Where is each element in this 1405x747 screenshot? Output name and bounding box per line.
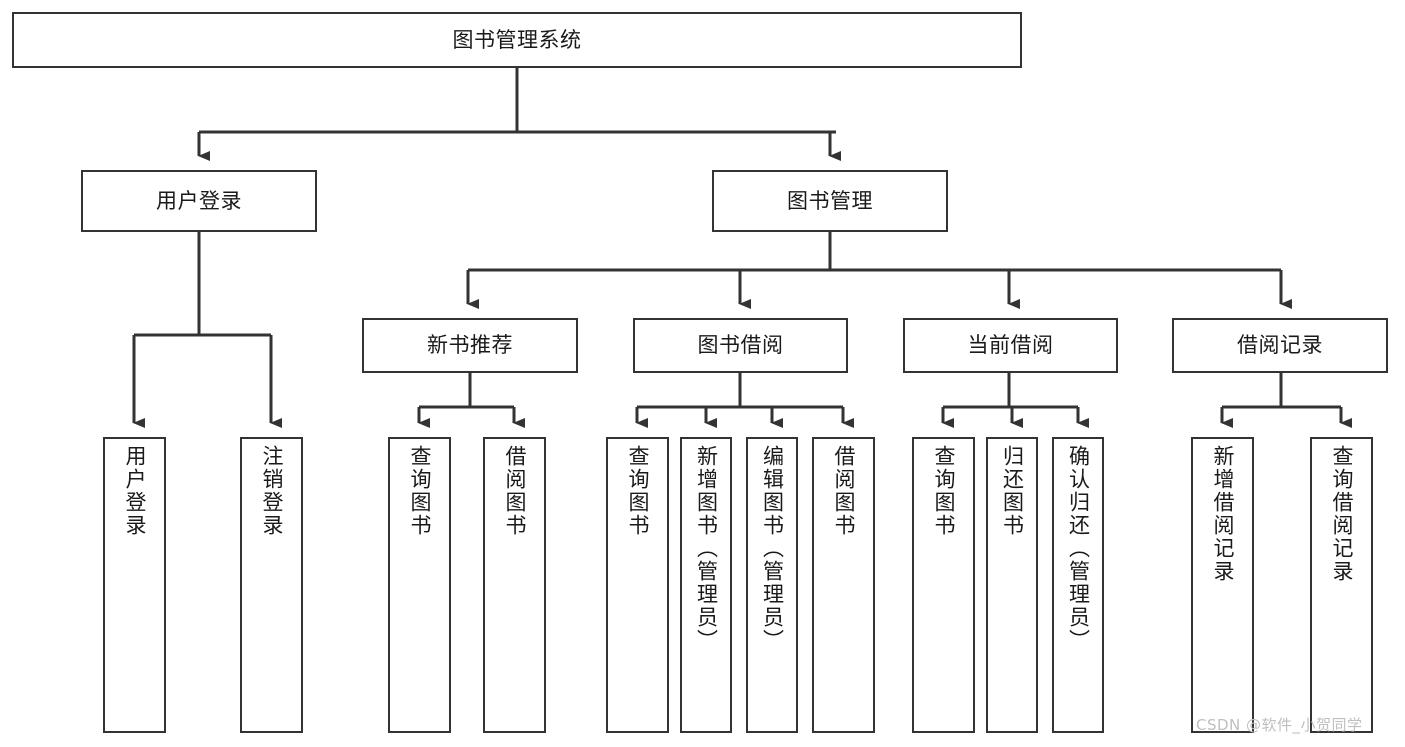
leaf-add-book-admin[interactable]: 新增图书（管理员） bbox=[680, 437, 732, 733]
leaf-add-book-admin-label: 新增图书（管理员） bbox=[694, 445, 719, 652]
leaf-add-borrow-record[interactable]: 新增借阅记录 bbox=[1191, 437, 1254, 733]
node-borrow-record-label: 借阅记录 bbox=[1237, 333, 1323, 358]
node-book-management[interactable]: 图书管理 bbox=[712, 170, 948, 232]
node-root-label: 图书管理系统 bbox=[452, 27, 582, 52]
node-borrow-record[interactable]: 借阅记录 bbox=[1172, 318, 1388, 373]
node-book-borrow[interactable]: 图书借阅 bbox=[633, 318, 848, 373]
leaf-add-borrow-record-label: 新增借阅记录 bbox=[1211, 445, 1235, 583]
leaf-edit-book-admin-label: 编辑图书（管理员） bbox=[760, 445, 785, 652]
node-new-book-recommend-label: 新书推荐 bbox=[427, 333, 513, 358]
leaf-query-book-recommend[interactable]: 查询图书 bbox=[388, 437, 451, 733]
node-new-book-recommend[interactable]: 新书推荐 bbox=[362, 318, 578, 373]
node-current-borrow[interactable]: 当前借阅 bbox=[903, 318, 1118, 373]
node-current-borrow-label: 当前借阅 bbox=[967, 333, 1054, 358]
node-book-management-label: 图书管理 bbox=[787, 188, 873, 213]
leaf-borrow-book-recommend-label: 借阅图书 bbox=[503, 445, 527, 537]
leaf-user-login[interactable]: 用户登录 bbox=[103, 437, 166, 733]
node-book-borrow-label: 图书借阅 bbox=[697, 333, 784, 358]
leaf-borrow-book[interactable]: 借阅图书 bbox=[812, 437, 875, 733]
node-user-login-label: 用户登录 bbox=[156, 188, 242, 213]
leaf-confirm-return-admin-label: 确认归还（管理员） bbox=[1066, 445, 1091, 652]
leaf-query-borrow-record[interactable]: 查询借阅记录 bbox=[1310, 437, 1373, 733]
leaf-borrow-book-recommend[interactable]: 借阅图书 bbox=[483, 437, 546, 733]
leaf-query-book-recommend-label: 查询图书 bbox=[408, 445, 432, 537]
leaf-edit-book-admin[interactable]: 编辑图书（管理员） bbox=[746, 437, 798, 733]
leaf-query-borrow-record-label: 查询借阅记录 bbox=[1330, 445, 1354, 583]
leaf-logout[interactable]: 注销登录 bbox=[240, 437, 303, 733]
leaf-return-book-label: 归还图书 bbox=[1000, 445, 1025, 537]
node-user-login[interactable]: 用户登录 bbox=[81, 170, 317, 232]
node-root[interactable]: 图书管理系统 bbox=[12, 12, 1022, 68]
leaf-query-book-borrow[interactable]: 查询图书 bbox=[606, 437, 669, 733]
csdn-watermark: CSDN @软件_小贺同学 bbox=[1196, 716, 1363, 734]
leaf-logout-label: 注销登录 bbox=[260, 445, 284, 537]
leaf-user-login-label: 用户登录 bbox=[123, 445, 147, 537]
leaf-query-book-borrow-label: 查询图书 bbox=[626, 445, 650, 537]
leaf-query-book-current[interactable]: 查询图书 bbox=[912, 437, 975, 733]
leaf-borrow-book-label: 借阅图书 bbox=[832, 445, 856, 537]
leaf-return-book[interactable]: 归还图书 bbox=[986, 437, 1038, 733]
leaf-query-book-current-label: 查询图书 bbox=[932, 445, 956, 537]
leaf-confirm-return-admin[interactable]: 确认归还（管理员） bbox=[1052, 437, 1104, 733]
